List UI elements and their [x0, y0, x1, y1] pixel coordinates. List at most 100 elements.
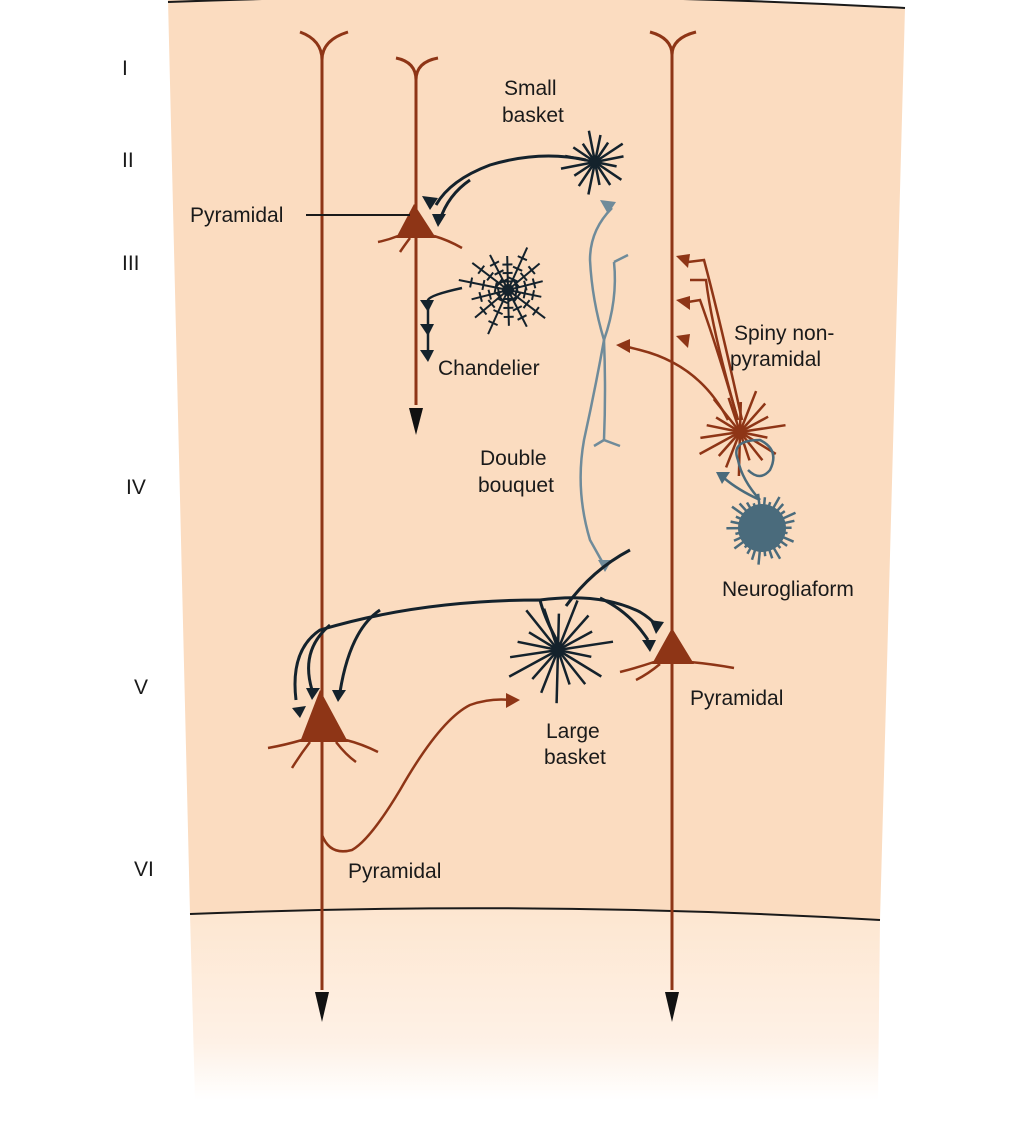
label-pyramidal-right: Pyramidal	[690, 687, 783, 710]
dendrite-spine	[517, 255, 528, 262]
label-chandelier: Chandelier	[438, 357, 540, 380]
gray-white-border	[189, 907, 881, 921]
synapse	[292, 706, 306, 718]
layer-label-1: I	[122, 57, 128, 80]
dendrite	[525, 609, 559, 651]
dendrite	[557, 630, 593, 652]
dendrite-spine	[487, 299, 496, 309]
axon-arrow-right	[665, 992, 679, 1022]
dendrite	[739, 430, 777, 455]
dendrite-spine	[519, 272, 528, 282]
layer-label-5: V	[134, 676, 148, 699]
synapse	[616, 339, 630, 353]
dendrite-spine	[477, 265, 486, 275]
dendrite-spine	[527, 265, 536, 275]
dendrite	[555, 649, 560, 704]
cortex-region	[168, 0, 905, 920]
synapse	[432, 214, 446, 227]
dendrite	[557, 648, 602, 678]
label-double-bouquet-line1: Double	[480, 447, 547, 470]
layer-label-6: VI	[134, 858, 154, 881]
label-double-bouquet-line2: bouquet	[478, 474, 554, 497]
synapse	[420, 324, 434, 336]
dendrite	[557, 614, 590, 651]
dendrite-spine	[522, 299, 531, 309]
synapse	[676, 334, 690, 348]
dendrite-spine	[493, 309, 504, 316]
dendrite	[557, 649, 587, 685]
dendrite	[531, 649, 559, 680]
white-matter-region	[190, 908, 880, 1100]
synapse	[600, 200, 616, 214]
dendrite-spine	[513, 292, 522, 302]
synapse	[676, 254, 690, 268]
dendrite-spine	[507, 276, 518, 283]
dendrite-spine	[469, 277, 474, 288]
dendrite-spine	[493, 282, 498, 293]
dendrite	[540, 649, 560, 694]
synapse	[306, 688, 320, 700]
spiny-nonpyramidal-cell	[627, 258, 786, 477]
dendrite	[699, 430, 741, 456]
synapse	[422, 196, 438, 210]
dendrite-spine	[486, 271, 494, 282]
synapse	[642, 640, 656, 652]
dendrite	[517, 640, 559, 652]
synapse	[676, 296, 690, 310]
dendrite	[557, 640, 614, 652]
dendrite-spine	[532, 306, 540, 316]
axon-arrow-left	[315, 992, 329, 1022]
dendrite	[739, 402, 767, 433]
synapse	[332, 690, 346, 702]
layer-label-4: IV	[126, 476, 146, 499]
synapse	[420, 300, 434, 312]
label-large-basket-line2: basket	[544, 746, 606, 769]
dendrite-spine	[523, 280, 528, 291]
label-pyramidal-upper: Pyramidal	[190, 204, 283, 227]
soma	[502, 284, 514, 296]
label-pyramidal-bottom: Pyramidal	[348, 860, 441, 883]
axon-arrow-upper	[409, 408, 423, 435]
label-spiny-line2: pyramidal	[730, 348, 821, 371]
double-bouquet-cell	[579, 207, 629, 566]
dendrite-spine	[522, 288, 527, 299]
neurogliaform-soma	[738, 504, 786, 552]
dendrite-spine	[517, 314, 527, 321]
dendrite-spine	[489, 260, 500, 267]
dendrite-spine	[481, 279, 486, 291]
chandelier-cell	[426, 247, 546, 355]
dendrite-spine	[498, 298, 509, 305]
dendrite	[700, 430, 741, 440]
large-basket-cell	[293, 548, 658, 704]
pyramidal-neuron-right	[619, 30, 735, 990]
dendrite	[509, 648, 559, 659]
soma	[733, 425, 747, 439]
dendrite-spine	[494, 269, 504, 276]
dendrite	[508, 648, 559, 678]
synapse	[420, 350, 434, 362]
label-small-basket-line1: Small	[504, 77, 557, 100]
dendrite	[738, 390, 758, 433]
label-neurogliaform: Neurogliaform	[722, 578, 854, 601]
dendrite	[556, 600, 579, 651]
soma	[588, 155, 602, 169]
dendrite-spine	[496, 287, 502, 298]
dendrite-spine	[479, 306, 488, 316]
soma	[551, 643, 565, 657]
label-small-basket-line2: basket	[502, 104, 564, 127]
synapse	[716, 472, 730, 484]
synapse	[650, 620, 664, 634]
layer-label-3: III	[122, 252, 140, 275]
dendrite-spine	[478, 291, 483, 303]
dendrite-spine	[531, 278, 537, 289]
label-spiny-line1: Spiny non-	[734, 322, 834, 345]
pia-border	[167, 0, 906, 9]
label-large-basket-line1: Large	[546, 720, 600, 743]
dendrite-spine	[514, 282, 519, 293]
dendrite-spine	[512, 305, 523, 312]
pyramidal-neuron-upper	[377, 56, 463, 405]
dendrite-spine	[512, 265, 523, 272]
dendrite-spine	[487, 289, 492, 300]
